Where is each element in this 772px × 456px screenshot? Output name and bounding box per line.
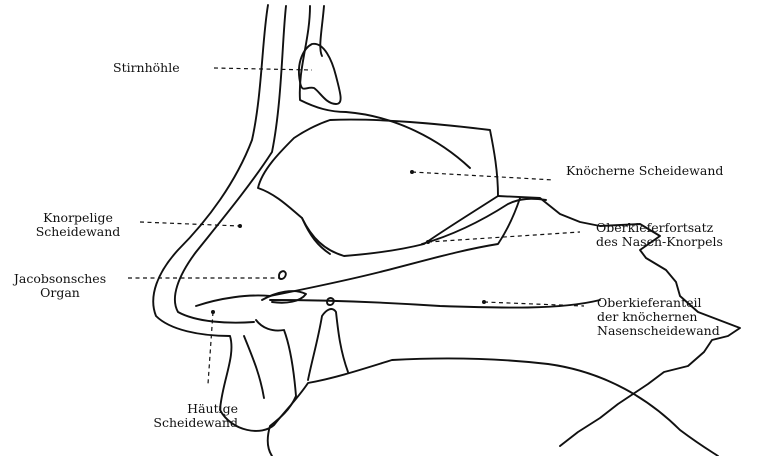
label-haeutige-line-2: Scheidewand <box>136 416 238 430</box>
vomer-lower <box>308 309 348 380</box>
forehead-bone-outer <box>300 6 470 168</box>
leader-stirnhoehle <box>214 68 312 70</box>
label-stirnhoehle-line-1: Stirnhöhle <box>113 61 180 75</box>
label-oberkieferfortsatz-line-2: des Nasen-Knorpels <box>596 235 723 249</box>
leader-knoecherne <box>412 172 554 180</box>
label-haeutige-scheidewand: Häutige Scheidewand <box>136 402 238 430</box>
leader-endpoints <box>211 170 486 314</box>
label-oberkieferfortsatz-line-1: Oberkieferfortsatz <box>596 221 723 235</box>
label-oberkieferanteil-line-2: der knöchernen <box>597 310 720 324</box>
label-knorpelige-line-1: Knorpelige <box>30 211 126 225</box>
lip-contour <box>244 336 264 398</box>
bony-septum-outline <box>258 120 498 256</box>
label-haeutige-line-1: Häutige <box>136 402 238 416</box>
leader-haeutige <box>208 312 213 384</box>
label-knoecherne-scheidewand: Knöcherne Scheidewand <box>566 164 723 178</box>
leader-lines <box>128 68 584 384</box>
leader-knorpelige <box>140 222 240 226</box>
label-oberkieferfortsatz: Oberkieferfortsatz des Nasen-Knorpels <box>596 221 723 249</box>
label-knorpelige-scheidewand: Knorpelige Scheidewand <box>30 211 126 239</box>
label-jacobson-line-2: Organ <box>4 286 116 300</box>
label-oberkieferanteil-line-3: Nasenscheidewand <box>597 324 720 338</box>
label-jacobsonsches-organ: Jacobsonsches Organ <box>4 272 116 300</box>
cartilage-boundary <box>196 198 520 306</box>
nasal-floor-line <box>270 300 600 308</box>
jacobson-organ <box>279 271 286 279</box>
label-oberkieferanteil-line-1: Oberkieferanteil <box>597 296 720 310</box>
label-stirnhoehle: Stirnhöhle <box>113 61 180 75</box>
leader-oberkieferanteil <box>484 302 584 306</box>
label-jacobson-line-1: Jacobsonsches <box>4 272 116 286</box>
label-knoecherne-line-1: Knöcherne Scheidewand <box>566 164 723 178</box>
label-knorpelige-line-2: Scheidewand <box>30 225 126 239</box>
label-oberkieferanteil: Oberkieferanteil der knöchernen Nasensch… <box>597 296 720 338</box>
